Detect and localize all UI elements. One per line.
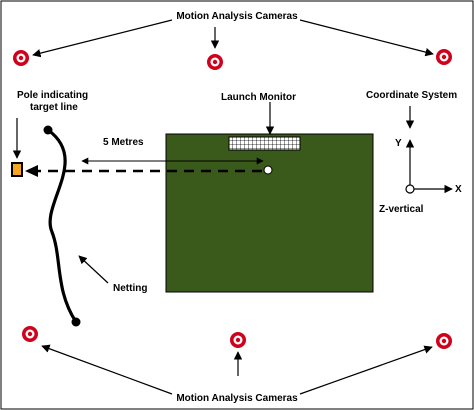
camera-ring-icon (230, 332, 246, 348)
pole-icon (11, 162, 23, 177)
netting-end (43, 125, 53, 135)
ball-icon (263, 165, 273, 175)
z-vertical-label: Z-vertical (379, 204, 424, 215)
z-axis-icon (405, 184, 415, 194)
launch-monitor-icon (228, 136, 301, 151)
pole-label-line2: target line (30, 102, 78, 113)
netting-end (71, 317, 81, 327)
netting-label: Netting (113, 283, 147, 294)
cameras-top-label: Motion Analysis Cameras (176, 11, 298, 22)
y-axis-label: Y (395, 138, 402, 149)
camera-arrow (299, 345, 433, 395)
cameras-bottom-label: Motion Analysis Cameras (176, 393, 298, 404)
camera-ring-icon (436, 49, 452, 65)
camera-arrow (32, 19, 173, 58)
camera-arrow (299, 19, 434, 57)
camera-ring-icon (22, 326, 38, 342)
pole-label-line1: Pole indicating (17, 90, 88, 101)
hitting-mat (165, 133, 374, 293)
camera-arrow (41, 344, 173, 395)
camera-ring-icon (13, 50, 29, 66)
x-axis-label: X (455, 184, 462, 195)
camera-ring-icon (436, 333, 452, 349)
target-line-arrowhead (25, 165, 38, 177)
netting-arrow (78, 255, 109, 284)
distance-label: 5 Metres (103, 137, 144, 148)
netting-curve (47, 128, 78, 323)
launch-monitor-label: Launch Monitor (221, 92, 296, 103)
camera-ring-icon (207, 54, 223, 70)
coordinate-system-label: Coordinate System (366, 90, 457, 101)
